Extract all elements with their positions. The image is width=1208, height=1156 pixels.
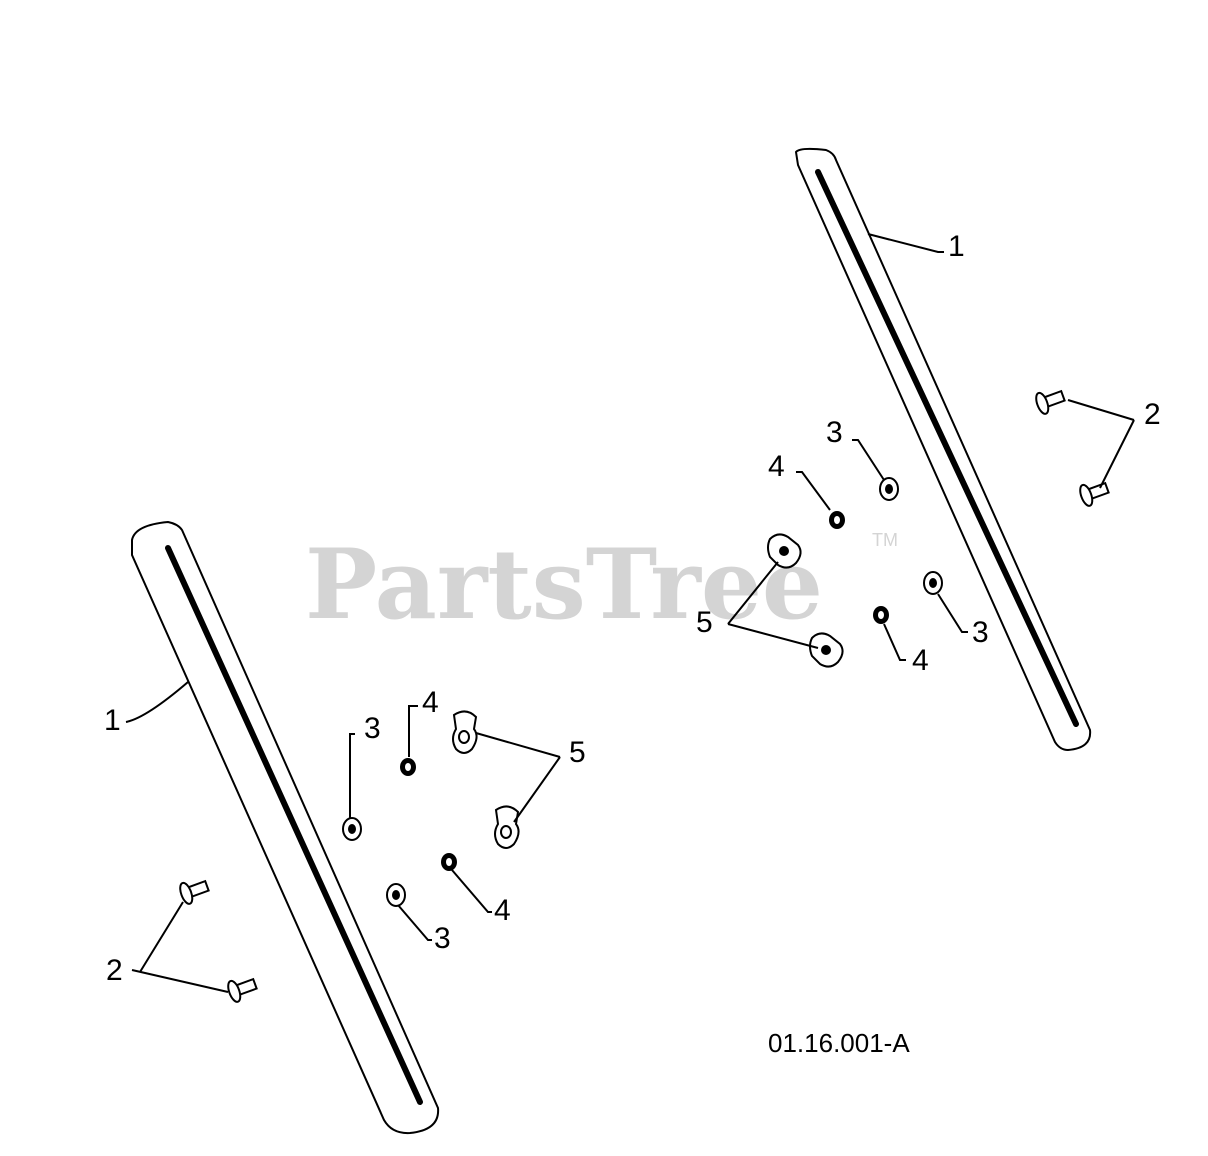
callout-right-wing-nuts: 5 [696, 606, 713, 639]
right-flat-washer-upper [879, 477, 899, 501]
leader-right-bolts [1067, 399, 1135, 489]
right-wing-nut-lower [809, 632, 844, 668]
callout-right-flat-washer-lower: 3 [972, 616, 989, 649]
callout-right-rail: 1 [948, 230, 965, 263]
drawing-code: 01.16.001-A [768, 1028, 910, 1058]
left-rail [131, 520, 440, 1135]
callout-left-rail: 1 [104, 704, 121, 737]
callout-left-flat-washer-lower: 3 [434, 922, 451, 955]
left-lock-washer-upper [400, 758, 416, 776]
left-lock-washer-lower [441, 853, 457, 871]
left-flat-washer-lower [386, 883, 406, 907]
left-bolt-lower [227, 977, 258, 1003]
leader-right-lock-washer-upper [796, 471, 831, 511]
leader-right-lock-washer-lower [883, 623, 906, 661]
callout-left-lock-washer-upper: 4 [422, 686, 439, 719]
leader-left-bolts [131, 901, 229, 993]
leader-right-flat-washer-lower [937, 593, 968, 633]
leader-left-wing-nuts [475, 732, 561, 823]
right-lock-washer-lower [873, 606, 889, 624]
leader-left-lock-washer-lower [451, 869, 492, 913]
right-flat-washer-lower [923, 571, 943, 595]
left-flat-washer-upper [342, 817, 362, 841]
callout-left-flat-washer-upper: 3 [364, 712, 381, 745]
leader-left-flat-washer-upper [349, 733, 355, 818]
left-wing-nut-upper [452, 710, 478, 754]
watermark-text: PartsTree [305, 528, 823, 641]
callout-left-bolts: 2 [106, 954, 123, 987]
callout-left-lock-washer-lower: 4 [494, 894, 511, 927]
leader-left-lock-washer-upper [408, 705, 418, 757]
leader-right-wing-nuts [727, 561, 819, 649]
left-wing-nut-lower [494, 805, 520, 849]
right-lock-washer-upper [829, 511, 845, 529]
callout-right-bolts: 2 [1144, 398, 1161, 431]
watermark-trademark: TM [872, 530, 898, 550]
watermark: PartsTree TM [305, 528, 898, 641]
left-bolt-upper [179, 879, 210, 905]
right-bolt-upper [1035, 389, 1066, 415]
leader-right-flat-washer-upper [852, 439, 885, 481]
right-wing-nut-upper [767, 533, 802, 569]
leader-left-rail [125, 681, 189, 723]
leader-left-flat-washer-lower [397, 904, 432, 941]
right-rail [794, 147, 1092, 752]
callout-right-lock-washer-lower: 4 [912, 644, 929, 677]
right-bolt-lower [1079, 481, 1110, 507]
callout-right-lock-washer-upper: 4 [768, 450, 785, 483]
callout-right-flat-washer-upper: 3 [826, 416, 843, 449]
leader-right-rail [867, 233, 944, 253]
callout-left-wing-nuts: 5 [569, 736, 586, 769]
